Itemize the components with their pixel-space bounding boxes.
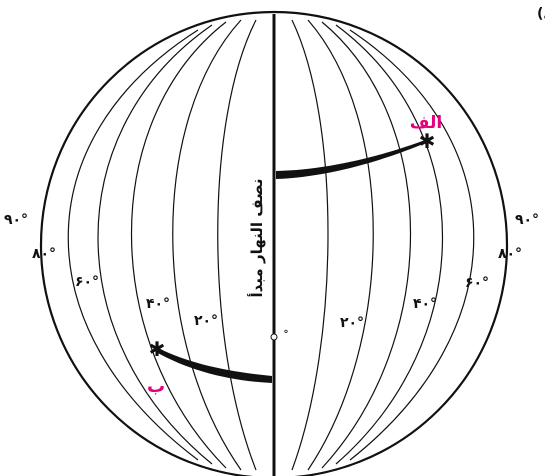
meridian-line — [336, 25, 443, 464]
degree-label-center: ° — [284, 329, 289, 340]
meridian-line — [173, 20, 241, 470]
meridian-line — [68, 30, 198, 460]
point-label-be: ب — [147, 376, 165, 397]
meridian-line — [292, 20, 328, 470]
degree-label-left-40: ۴۰° — [146, 296, 170, 312]
meridian-line — [308, 20, 373, 470]
degree-label-right-40: ۴۰° — [413, 296, 437, 312]
degree-label-right-60: ۶۰° — [465, 275, 489, 291]
degree-label-right-90: ۹۰° — [515, 212, 539, 228]
path-to-point-be — [156, 348, 272, 383]
degree-label-right-20: ۲۰° — [340, 315, 364, 331]
prime-meridian-label: نصف النهار مبدأ — [247, 178, 266, 297]
title: (۳۰ درجهٔ غربی) — [537, 6, 545, 22]
degree-label-left-90: ۹۰° — [4, 212, 28, 228]
degree-label-left-20: ۲۰° — [194, 313, 218, 329]
degree-label-left-80: ۸۰° — [32, 246, 56, 262]
meridian-line — [350, 30, 474, 460]
meridian-line — [98, 25, 212, 464]
degree-label-right-80: ۸۰° — [498, 246, 522, 262]
degree-label-left-60: ۶۰° — [75, 274, 99, 290]
star-marker-be: ✱ — [149, 337, 166, 361]
point-label-alef: الف — [410, 113, 442, 133]
center-marker — [271, 334, 277, 340]
meridian-lines — [68, 20, 474, 470]
